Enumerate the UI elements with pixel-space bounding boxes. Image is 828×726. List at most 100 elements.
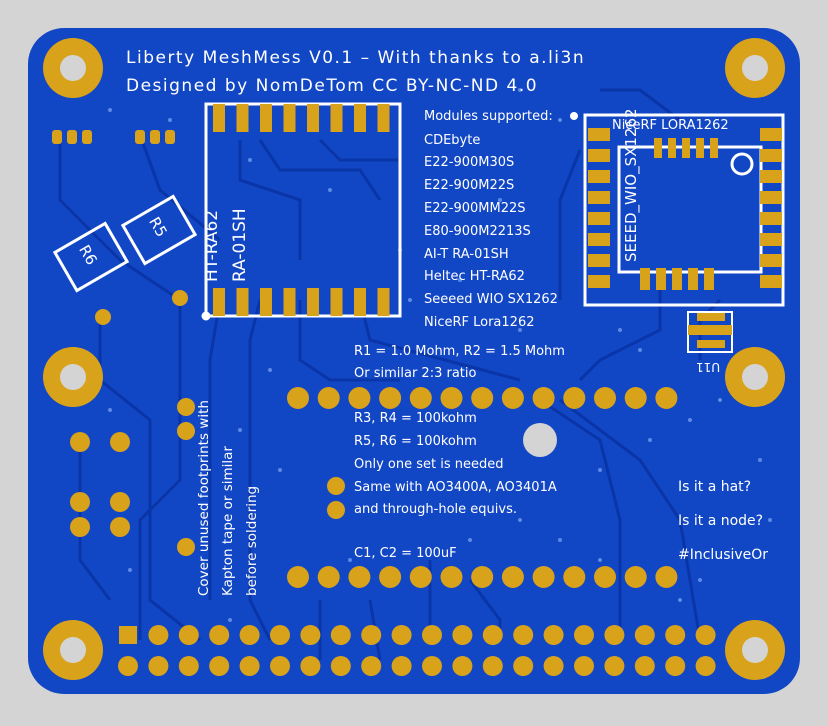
smd-pad — [704, 268, 714, 290]
through-hole-pad — [391, 656, 412, 676]
right-module-side-label: SEEED_WIO_SX1262 — [622, 108, 640, 262]
via — [518, 328, 522, 332]
through-hole-pad — [532, 387, 555, 409]
through-hole-pad — [440, 387, 463, 409]
via — [468, 538, 472, 542]
through-hole-pad — [361, 625, 382, 645]
module-item: E22-900M22S — [424, 178, 515, 193]
smd-pad — [760, 170, 782, 183]
side-note-line1: Cover unused footprints with — [196, 400, 212, 596]
smd-pad — [213, 288, 225, 316]
smd-pad — [283, 288, 296, 316]
through-hole-pad — [422, 625, 442, 645]
through-hole-pad — [379, 387, 402, 409]
through-hole-pad — [513, 656, 534, 676]
smd-pad — [688, 268, 698, 290]
through-hole-pad — [110, 432, 130, 452]
through-hole-pad — [177, 398, 195, 416]
through-hole-pad — [543, 625, 564, 645]
via — [558, 118, 562, 122]
right-module-top-label: NiceRF LORA1262 — [612, 118, 729, 133]
smd-pad — [588, 233, 610, 246]
through-hole-pad — [300, 656, 321, 676]
module-item: NiceRF Lora1262 — [424, 315, 535, 330]
smd-pad — [760, 128, 782, 141]
board-title-line1: Liberty MeshMess V0.1 – With thanks to a… — [126, 48, 586, 68]
side-note-line3: before soldering — [244, 485, 260, 596]
smd-pad — [330, 288, 343, 316]
through-hole-pad — [624, 387, 647, 409]
through-hole-pad — [239, 656, 260, 676]
through-hole-pad — [695, 625, 716, 645]
right-module-footprint — [570, 112, 785, 307]
via — [648, 438, 652, 442]
through-hole-pad — [118, 656, 138, 676]
through-hole-pads — [70, 290, 716, 676]
through-hole-pad — [148, 625, 169, 645]
through-hole-pad — [482, 625, 503, 645]
through-hole-pad — [440, 566, 463, 588]
through-hole-pad — [594, 387, 616, 409]
smd-pad — [710, 138, 718, 158]
smd-pad — [377, 104, 390, 132]
smd-pad — [656, 268, 666, 290]
smd-pad — [654, 138, 662, 158]
through-hole-pad — [317, 566, 340, 588]
three-pin-headers — [52, 130, 175, 144]
via — [768, 518, 772, 522]
through-hole-pad — [574, 656, 594, 676]
through-hole-pad — [452, 656, 473, 676]
smd-pad — [307, 104, 319, 132]
through-hole-pad — [287, 566, 309, 588]
via — [238, 428, 242, 432]
via — [698, 578, 702, 582]
via — [408, 298, 412, 302]
r6-footprint — [52, 221, 130, 293]
via — [518, 518, 522, 522]
through-hole-pad — [501, 387, 524, 409]
through-hole-pad — [409, 566, 432, 588]
through-hole-pad — [239, 625, 260, 645]
via — [108, 108, 112, 112]
through-hole-pad — [513, 625, 534, 645]
through-hole-pad — [70, 492, 90, 512]
through-hole-pad — [209, 656, 230, 676]
through-hole-pad — [95, 309, 111, 325]
via — [558, 538, 562, 542]
via — [598, 468, 602, 472]
via — [228, 618, 232, 622]
note-line: Or similar 2:3 ratio — [354, 366, 477, 381]
via — [598, 558, 602, 562]
modules-heading: Modules supported: — [424, 109, 553, 124]
via — [458, 278, 462, 282]
smd-pad — [588, 149, 610, 162]
through-hole-pad — [604, 656, 625, 676]
through-hole-pad — [361, 656, 382, 676]
through-hole-pad — [409, 387, 432, 409]
through-hole-pad — [330, 656, 351, 676]
through-hole-pad — [665, 625, 686, 645]
through-hole-pad — [422, 656, 442, 676]
smd-pad — [588, 170, 610, 183]
module-item: E22-900MM22S — [424, 201, 526, 216]
smd-pad — [682, 138, 690, 158]
r5-footprint — [120, 194, 198, 266]
via — [618, 328, 622, 332]
through-hole-pad — [330, 625, 351, 645]
tag-line3: #InclusiveOr — [678, 547, 769, 563]
smd-pad — [236, 104, 249, 132]
smd-pad — [760, 191, 782, 204]
side-note-line2: Kapton tape or similar — [220, 446, 236, 596]
through-hole-pad — [594, 566, 616, 588]
note-line: Same with AO3400A, AO3401A — [354, 480, 557, 495]
via — [348, 558, 352, 562]
u11-label: U11 — [696, 360, 721, 374]
smd-pad — [588, 254, 610, 267]
tag-line1: Is it a hat? — [678, 479, 752, 495]
note-line: R1 = 1.0 Mohm, R2 = 1.5 Mohm — [354, 344, 565, 359]
via — [128, 568, 132, 572]
mounting-hole-drills — [60, 55, 768, 663]
through-hole-pad — [471, 566, 494, 588]
